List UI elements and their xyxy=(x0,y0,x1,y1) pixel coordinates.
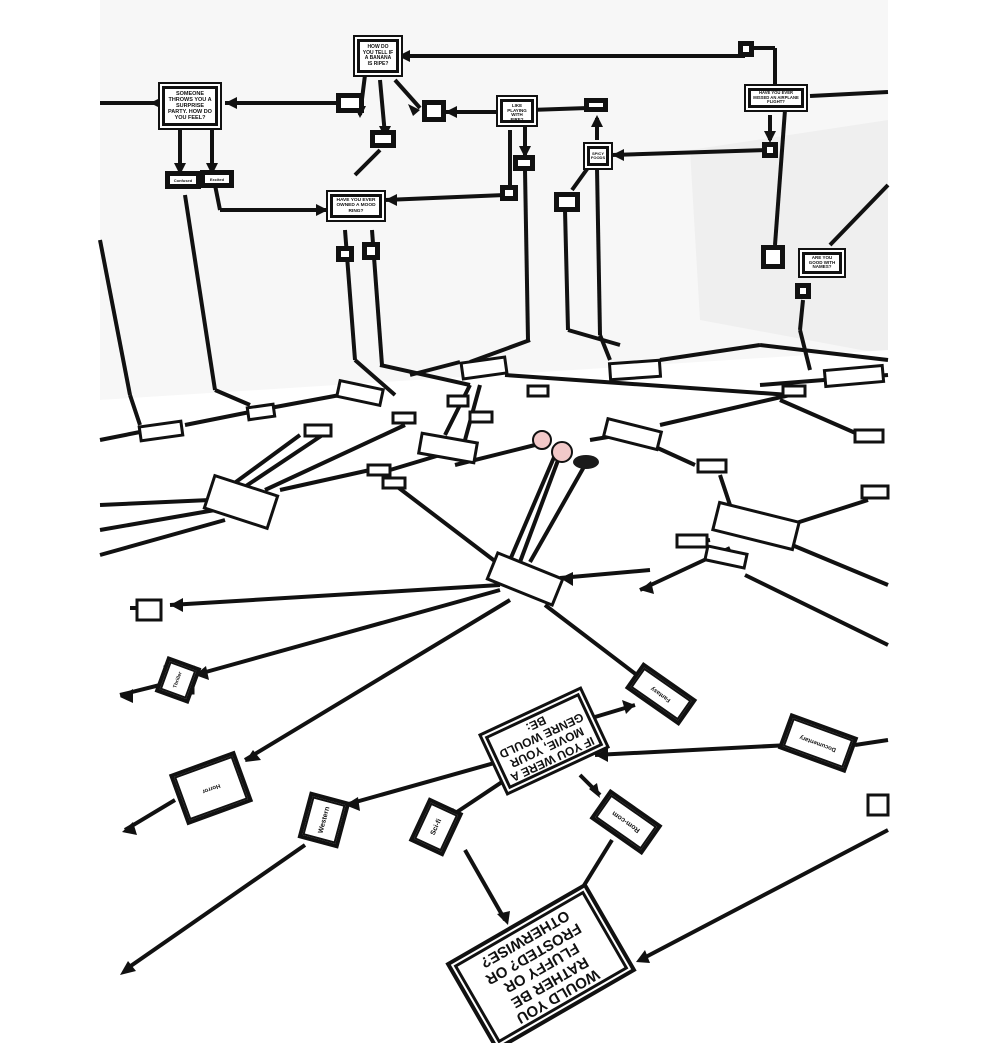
answer-box xyxy=(339,249,351,259)
answer-box xyxy=(373,133,393,145)
answer-excited-text: Excited xyxy=(210,177,224,182)
answer-box xyxy=(365,245,377,257)
answer-box xyxy=(798,286,808,296)
question-fire-text: DO YOU LIKE PLAYING WITH FIRE? xyxy=(505,99,529,124)
answer-box xyxy=(765,145,775,155)
answer-confused: Confused xyxy=(168,174,198,186)
answer-confused-text: Confused xyxy=(174,178,192,183)
pink-dot xyxy=(552,442,572,462)
question-airplane-text: HAVE YOU EVER MISSED AN AIRPLANE FLIGHT? xyxy=(753,91,799,105)
pink-dot xyxy=(533,431,551,449)
question-spicy-foods-text: SPICY FOODS xyxy=(591,152,605,161)
answer-box xyxy=(516,158,532,168)
question-banana: HOW DO YOU TELL IF A BANANA IS RIPE? xyxy=(357,39,399,73)
answer-romcom-text: Rom-com xyxy=(611,810,641,834)
dark-dot xyxy=(573,455,599,469)
question-spicy-foods: SPICY FOODS xyxy=(587,146,609,166)
answer-box xyxy=(764,248,782,266)
question-airplane: HAVE YOU EVER MISSED AN AIRPLANE FLIGHT? xyxy=(748,88,804,108)
answer-western-text: Western xyxy=(317,806,331,834)
question-surprise-party-text: SOMEONE THROWS YOU A SURPRISE PARTY. HOW… xyxy=(167,91,213,121)
side-wall xyxy=(690,120,888,355)
answer-scifi-text: Sci-fi xyxy=(429,818,443,836)
question-mood-ring-text: HAVE YOU EVER OWNED A MOOD RING? xyxy=(335,198,377,214)
question-banana-text: HOW DO YOU TELL IF A BANANA IS RIPE? xyxy=(362,45,394,67)
question-fire: DO YOU LIKE PLAYING WITH FIRE? xyxy=(500,99,534,123)
answer-box xyxy=(741,44,751,54)
answer-excited: Excited xyxy=(203,173,231,185)
answer-documentary-text: Documentary xyxy=(799,734,837,753)
answer-box xyxy=(557,195,577,209)
answer-fantasy-text: Fantasy xyxy=(650,685,672,703)
question-names-text: ARE YOU GOOD WITH NAMES? xyxy=(807,256,837,271)
answer-horror-text: Horror xyxy=(201,782,221,794)
room-walls-and-floor xyxy=(0,0,1000,1000)
answer-box xyxy=(503,188,515,198)
answer-thriller-text: Thriller xyxy=(172,671,183,689)
question-names: ARE YOU GOOD WITH NAMES? xyxy=(802,252,842,274)
question-mood-ring: HAVE YOU EVER OWNED A MOOD RING? xyxy=(330,194,382,218)
answer-box xyxy=(339,96,361,110)
question-surprise-party: SOMEONE THROWS YOU A SURPRISE PARTY. HOW… xyxy=(162,86,218,126)
answer-box xyxy=(587,101,605,109)
answer-box xyxy=(425,103,443,119)
flowchart-installation-photo: HOW DO YOU TELL IF A BANANA IS RIPE? SOM… xyxy=(0,0,1000,1000)
